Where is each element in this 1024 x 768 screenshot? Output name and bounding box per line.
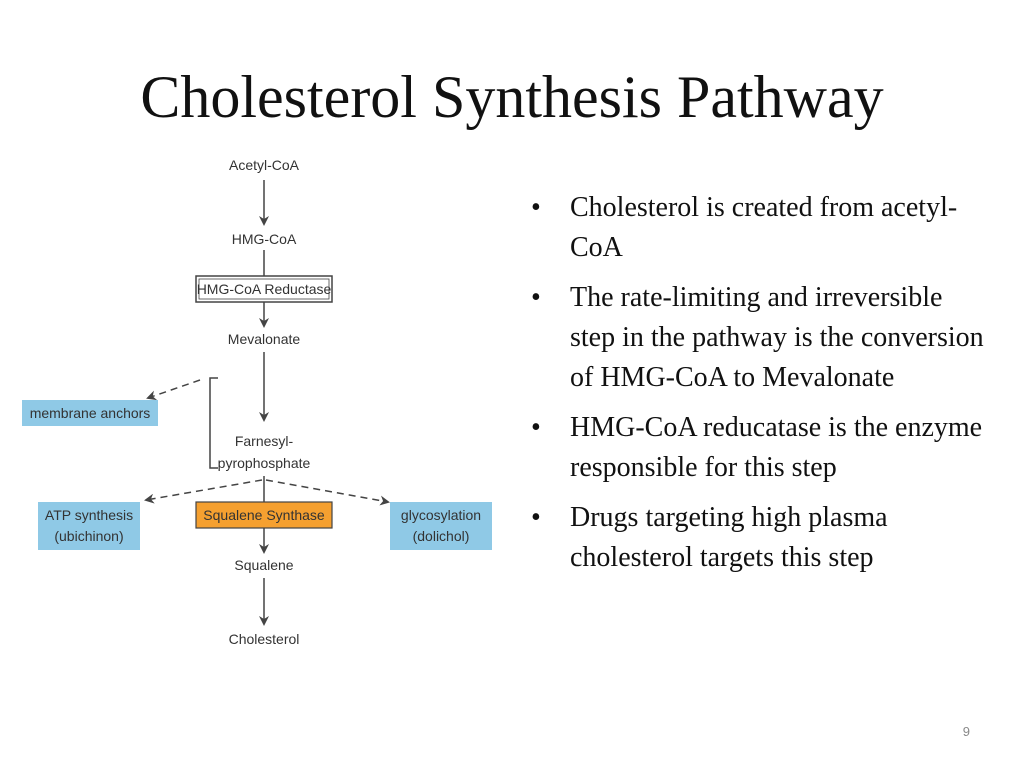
node-farnesyl-line1: Farnesyl-: [235, 433, 294, 449]
node-cholesterol: Cholesterol: [229, 631, 300, 647]
side-node-atp-line1: ATP synthesis: [45, 507, 133, 523]
slide-title: Cholesterol Synthesis Pathway: [140, 64, 884, 130]
side-node-glyco-line2: (dolichol): [413, 528, 470, 544]
enzyme-box-squalene-synthase: [195, 501, 333, 529]
node-farnesyl-line2: pyrophosphate: [218, 455, 311, 471]
bullet-icon: •: [531, 502, 541, 533]
bullet-item: • HMG-CoA reducatase is the enzyme respon…: [531, 408, 991, 488]
bullet-icon: •: [531, 412, 541, 443]
node-acetyl-coa: Acetyl-CoA: [229, 157, 300, 173]
bullet-item: • Drugs targeting high plasma cholesterol…: [531, 498, 991, 578]
side-box-atp-synthesis: [38, 502, 140, 550]
node-squalene-synthase: Squalene Synthase: [203, 507, 325, 523]
dashed-arrow-atp: [144, 479, 263, 504]
dashed-arrow-membrane: [146, 379, 201, 401]
side-node-glyco-line1: glycosylation: [401, 507, 481, 523]
enzyme-box-hmg-coa-reductase-inner: [198, 278, 330, 300]
side-node-atp-line2: (ubichinon): [54, 528, 123, 544]
bullet-list: •Cholesterol is created from acetyl-CoA …: [531, 188, 991, 588]
enzyme-box-hmg-coa-reductase: [195, 275, 333, 303]
bullet-text: Drugs targeting high plasma cholesterol …: [570, 502, 888, 573]
bullet-icon: •: [531, 192, 541, 223]
node-squalene: Squalene: [234, 557, 293, 573]
bullet-item: • The rate-limiting and irreversible step…: [531, 278, 991, 398]
bullet-text: Cholesterol is created from acetyl-CoA: [570, 192, 958, 263]
node-hmg-coa: HMG-CoA: [232, 231, 297, 247]
side-node-membrane-anchors: membrane anchors: [30, 405, 151, 421]
side-box-glycosylation: [390, 502, 492, 550]
dashed-arrow-glycosylation: [265, 479, 390, 506]
node-mevalonate: Mevalonate: [228, 331, 301, 347]
branch-bracket: [209, 377, 218, 469]
bullet-icon: •: [531, 282, 541, 313]
node-hmg-coa-reductase: HMG-CoA Reductase: [197, 281, 332, 297]
bullet-item: • Cholesterol is created from acetyl-CoA: [531, 188, 991, 268]
page-number: 9: [962, 724, 970, 739]
side-box-membrane-anchors: [22, 400, 158, 426]
bullet-text: The rate-limiting and irreversible step …: [570, 282, 984, 393]
bullet-text: HMG-CoA reducatase is the enzyme respons…: [570, 412, 983, 483]
